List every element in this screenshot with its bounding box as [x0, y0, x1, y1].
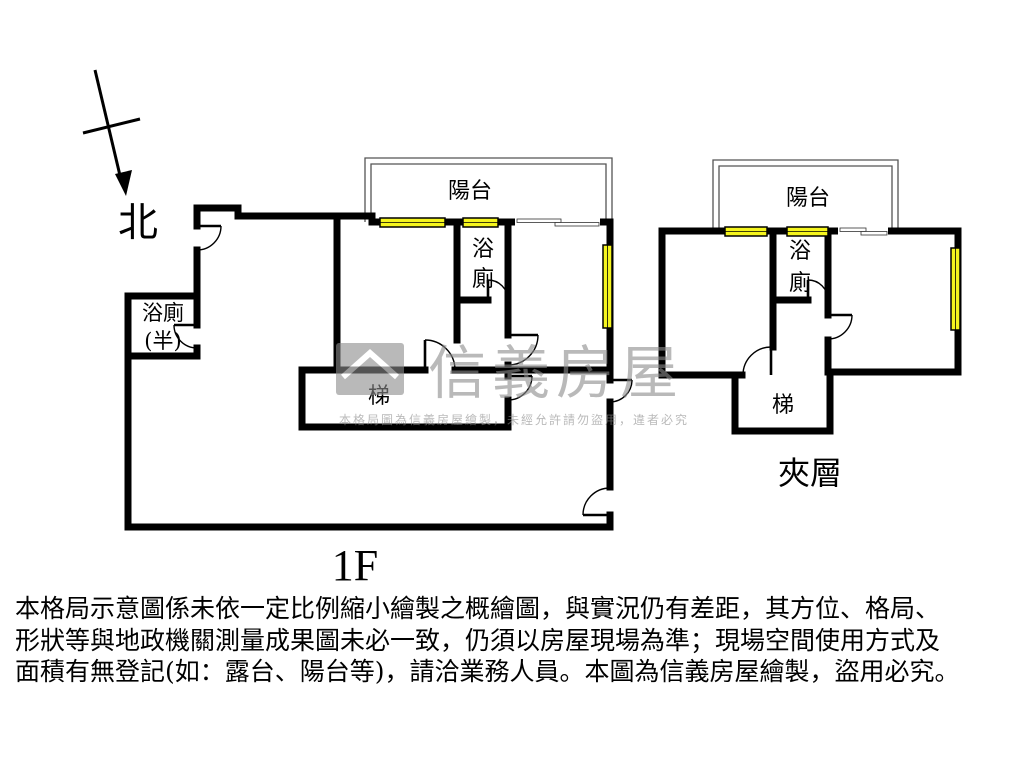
- door: [609, 378, 633, 403]
- floor-plan-drawing: 北: [82, 69, 962, 590]
- brand-logo-icon: [336, 343, 404, 395]
- window: [724, 226, 768, 237]
- balcony-railing: [364, 157, 613, 222]
- floor-1f-plan: 陽台 浴 廁 浴廁 (半) 梯 1F: [124, 157, 633, 590]
- wall: [124, 344, 201, 360]
- walls-mezzanine: [658, 227, 962, 435]
- door: [173, 323, 198, 349]
- floor-label-mezzanine: 夾層: [778, 454, 842, 492]
- room-label-balcony: 陽台: [448, 179, 492, 204]
- window: [602, 244, 613, 329]
- north-label: 北: [118, 200, 158, 246]
- door: [507, 333, 539, 366]
- watermark-brand: 信義房屋: [428, 339, 684, 407]
- walls-1f: [124, 204, 614, 531]
- door: [742, 346, 773, 376]
- north-arrow-crossbar: [82, 117, 141, 135]
- brand-logo-roof: [341, 348, 399, 380]
- sliding-door: [515, 218, 600, 227]
- window: [462, 217, 499, 228]
- balcony-railing: [712, 159, 899, 230]
- disclaimer-line: 形狀等與地政機關測量成果圖未必一致，仍須以房屋現場為準；現場空間使用方式及: [15, 625, 941, 655]
- disclaimer-line: 本格局示意圖係未依一定比例縮小繪製之概繪圖，與實況仍有差距，其方位、格局、: [15, 594, 941, 623]
- sliding-door: [838, 227, 888, 236]
- room-label-stairs: 梯: [772, 393, 794, 418]
- room-label-bathroom: 浴: [789, 239, 811, 264]
- room-label-balcony: 陽台: [786, 186, 830, 211]
- door: [827, 313, 853, 340]
- door: [806, 279, 829, 301]
- door: [196, 224, 222, 251]
- north-arrow: 北: [82, 69, 158, 246]
- wall: [124, 292, 614, 531]
- mezzanine-plan: 陽台 浴 廁 梯 夾層: [658, 159, 962, 492]
- room-label-half-bath-note: (半): [144, 329, 181, 353]
- floor-label-1f: 1F: [332, 541, 378, 590]
- window: [950, 247, 961, 331]
- door: [486, 279, 509, 301]
- room-label-bathroom: 廁: [472, 267, 494, 292]
- watermark: 信義房屋 本格局圖為信義房屋繪製，未經允許請勿盜用，違者必究: [336, 339, 689, 427]
- wall: [731, 368, 834, 435]
- north-arrow-head: [115, 170, 132, 196]
- window: [379, 217, 446, 228]
- room-label-half-bath: 浴廁: [142, 301, 184, 325]
- door: [507, 374, 533, 401]
- watermark-notice: 本格局圖為信義房屋繪製，未經允許請勿盜用，違者必究: [339, 412, 689, 427]
- disclaimer-text: 本格局示意圖係未依一定比例縮小繪製之概繪圖，與實況仍有差距，其方位、格局、 形狀…: [15, 593, 1015, 688]
- window: [786, 226, 829, 237]
- wall: [658, 227, 962, 379]
- room-label-bathroom: 廁: [789, 271, 811, 296]
- room-label-bathroom: 浴: [472, 237, 494, 262]
- door: [423, 339, 456, 371]
- door: [582, 487, 611, 517]
- disclaimer-line: 面積有無登記(如：露台、陽台等)，請洽業務人員。本圖為信義房屋繪製，盜用必究。: [15, 657, 960, 686]
